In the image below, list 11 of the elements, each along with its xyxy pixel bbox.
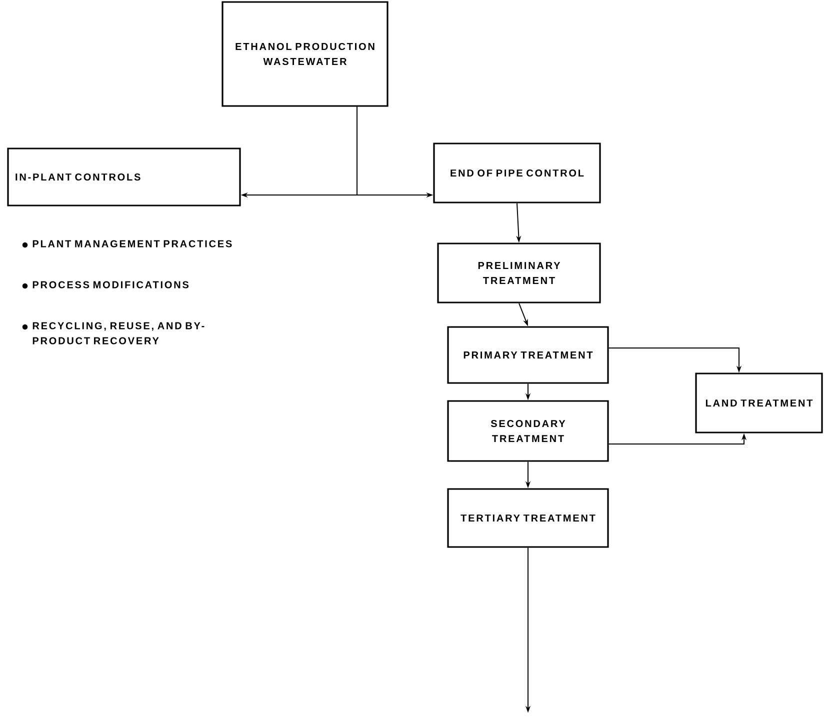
process-box: IN-PLANT CONTROLS: [7, 148, 241, 206]
process-box: LAND TREATMENT: [695, 372, 823, 434]
bullet-text: RECYCLING, REUSE, AND BY-PRODUCT RECOVERY: [32, 322, 204, 344]
process-box: PRIMARY TREATMENT: [447, 326, 609, 384]
process-box: END OF PIPE CONTROL: [433, 142, 601, 204]
process-box: SECONDARY TREATMENT: [447, 400, 609, 462]
bullet-text: PLANT MANAGEMENT PRACTICES: [32, 240, 232, 248]
process-box: PRELIMINARY TREATMENT: [437, 242, 601, 304]
process-box: ETHANOL PRODUCTION WASTEWATER: [222, 1, 388, 107]
bullet-text: PROCESS MODIFICATIONS: [32, 281, 188, 288]
process-box: TERTIARY TREATMENT: [447, 488, 609, 548]
